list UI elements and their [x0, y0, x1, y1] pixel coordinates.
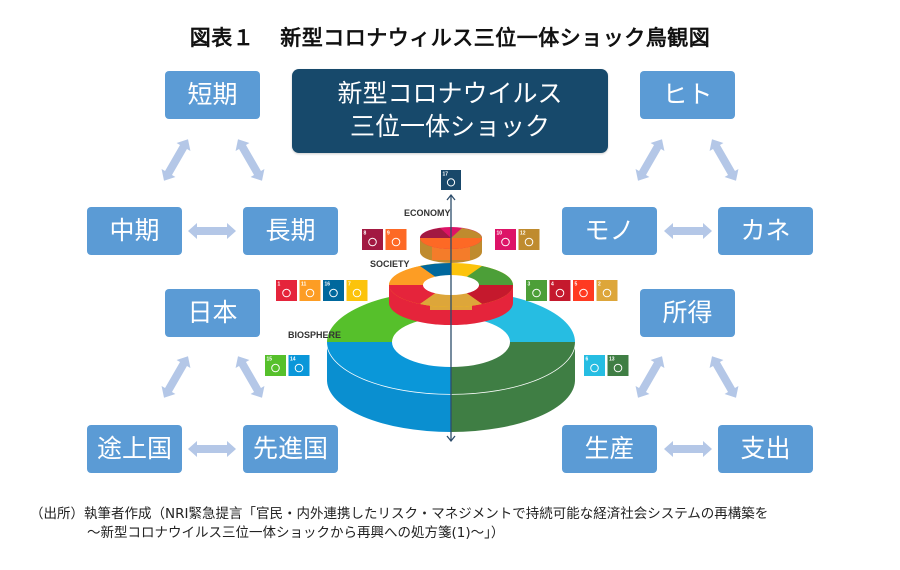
svg-text:14: 14	[290, 357, 296, 363]
box-income: 所得	[640, 289, 735, 337]
arrow-mono-kane	[664, 223, 712, 239]
box-japan: 日本	[165, 289, 260, 337]
hero-box: 新型コロナウイルス 三位一体ショック	[292, 69, 608, 153]
svg-text:1: 1	[278, 282, 281, 288]
label-society: SOCIETY	[370, 259, 410, 269]
arrow-short-mid	[157, 135, 195, 185]
sdg-goal-5-icon: 5	[573, 280, 594, 301]
sdg-goal-12-icon: 12	[518, 229, 540, 250]
label-economy: ECONOMY	[404, 208, 451, 218]
sdg-goal-13-icon: 13	[607, 355, 629, 376]
arrow-developing-developed	[188, 441, 236, 457]
svg-text:3: 3	[528, 282, 531, 288]
svg-text:6: 6	[586, 357, 589, 363]
sdg-goal-16-icon: 16	[323, 280, 344, 301]
sdg-goal-8-icon: 8	[362, 229, 383, 250]
sdg-goal-7-icon: 7	[346, 280, 368, 301]
box-developing: 途上国	[87, 425, 182, 473]
arrow-japan-developing	[157, 352, 195, 402]
box-production: 生産	[562, 425, 657, 473]
figure-number: 図表１	[189, 26, 255, 50]
hero-line-2: 三位一体ショック	[349, 112, 550, 141]
svg-text:16: 16	[325, 282, 331, 288]
source-line-2: ～新型コロナウイルス三位一体ショックから再興への処方箋(1)～」）	[87, 525, 505, 541]
svg-text:4: 4	[551, 282, 554, 288]
label-biosphere: BIOSPHERE	[288, 330, 341, 340]
source-line-1: （出所）執筆者作成（NRI緊急提言「官民・内外連携したリスク・マネジメントで持続…	[30, 506, 769, 522]
sdg-goal-4-icon: 4	[549, 280, 571, 301]
arrow-hito-kane	[705, 135, 743, 185]
sdg-goal-3-icon: 3	[526, 280, 547, 301]
svg-text:7: 7	[348, 282, 351, 288]
svg-text:11: 11	[301, 282, 307, 288]
biosphere-side-left	[327, 342, 451, 432]
arrow-production-spending	[664, 441, 712, 457]
svg-text:9: 9	[387, 231, 390, 237]
sdg-goal-15-icon: 15	[265, 355, 286, 376]
biosphere-side-right	[451, 342, 575, 432]
svg-text:5: 5	[575, 282, 578, 288]
svg-text:15: 15	[267, 357, 273, 363]
arrow-income-spending	[705, 352, 743, 402]
biosphere-top-left-front	[327, 342, 451, 394]
sdg-goal-10-icon: 10	[495, 229, 516, 250]
biosphere-top-right-front	[451, 342, 575, 394]
box-mid-term: 中期	[87, 207, 182, 255]
sdg-goal-2-icon: 2	[596, 280, 618, 301]
box-hito: ヒト	[640, 71, 735, 119]
box-long-term: 長期	[243, 207, 338, 255]
sdg-goal-6-icon: 6	[584, 355, 605, 376]
svg-text:13: 13	[609, 357, 615, 363]
figure-title: 図表１ 新型コロナウィルス三位一体ショック鳥観図	[0, 22, 900, 52]
source-note: （出所）執筆者作成（NRI緊急提言「官民・内外連携したリスク・マネジメントで持続…	[30, 505, 768, 543]
sdg-goal-9-icon: 9	[385, 229, 407, 250]
sdg-goal-1-icon: 1	[276, 280, 297, 301]
svg-text:12: 12	[520, 231, 526, 237]
hero-line-1: 新型コロナウイルス	[337, 79, 563, 108]
box-developed: 先進国	[243, 425, 338, 473]
svg-text:2: 2	[598, 282, 601, 288]
axis-arrow-up	[446, 193, 456, 201]
box-kane: カネ	[718, 207, 813, 255]
svg-text:17: 17	[443, 172, 449, 178]
svg-text:10: 10	[497, 231, 503, 237]
svg-text:8: 8	[364, 231, 367, 237]
arrow-mid-long	[188, 223, 236, 239]
axis-arrow-down	[446, 435, 456, 443]
sdg-goal-11-icon: 11	[299, 280, 321, 301]
figure-title-text: 新型コロナウィルス三位一体ショック鳥観図	[280, 26, 711, 50]
box-mono: モノ	[562, 207, 657, 255]
box-short-term: 短期	[165, 71, 260, 119]
box-spending: 支出	[718, 425, 813, 473]
sdg-goal-17-icon: 17	[441, 170, 461, 190]
sdg-goal-14-icon: 14	[288, 355, 310, 376]
